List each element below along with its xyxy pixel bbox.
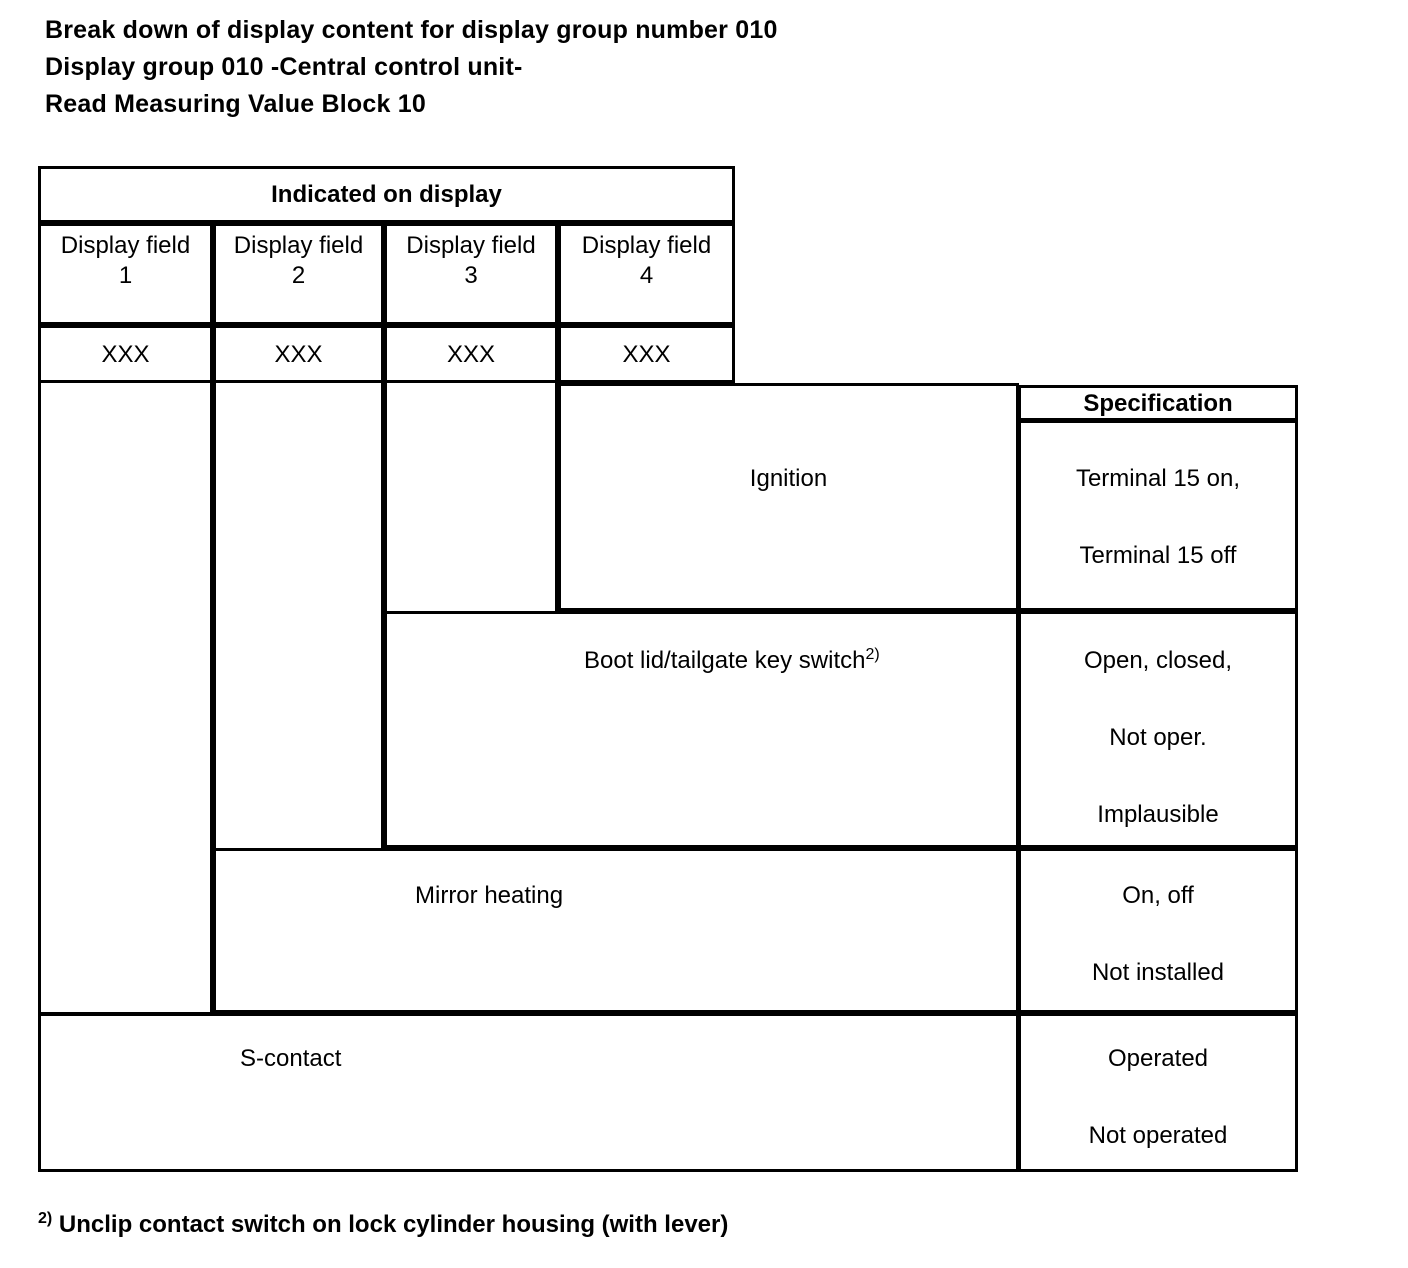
spec-line: Not installed xyxy=(1091,959,1225,986)
spec-line: Implausible xyxy=(1097,801,1219,828)
row-spec-cell-mirror-heating xyxy=(1018,848,1298,1013)
row-spec-mirror-heating: On, off Not installed xyxy=(1018,881,1298,988)
spec-line: On, off xyxy=(1122,882,1194,909)
row-spec-ignition: Terminal 15 on, Terminal 15 off xyxy=(1018,464,1298,571)
display-field-value-1: XXX xyxy=(101,341,150,368)
display-field-label-4: Display field xyxy=(581,232,712,259)
page-heading: Break down of display content for displa… xyxy=(45,12,1365,123)
footnote: 2) Unclip contact switch on lock cylinde… xyxy=(38,1210,728,1240)
display-field-value-cell-4 xyxy=(558,325,735,383)
spec-header-cell xyxy=(1018,385,1298,421)
row-name-boot-lid-text: Boot lid/tailgate key switch xyxy=(584,647,866,674)
heading-line-2: Display group 010 -Central control unit- xyxy=(45,53,523,81)
display-field-header-2 xyxy=(213,223,384,325)
col2-outer-border xyxy=(213,325,384,850)
row-name-cell-ignition xyxy=(558,383,1019,611)
spec-line: Terminal 15 on, xyxy=(1075,465,1241,492)
display-field-label-2: Display field xyxy=(233,232,364,259)
display-field-value-2: XXX xyxy=(274,341,323,368)
spec-header-label: Specification xyxy=(1083,390,1233,417)
display-field-header-3 xyxy=(384,223,558,325)
left-outer-border xyxy=(38,325,213,1015)
display-field-number-1: 1 xyxy=(118,262,133,289)
row-spec-cell-s-contact xyxy=(1018,1013,1298,1172)
spec-line: Terminal 15 off xyxy=(1079,542,1237,569)
spec-line: Not operated xyxy=(1088,1122,1228,1149)
row-name-mirror-heating: Mirror heating xyxy=(415,882,564,909)
footnote-marker: 2) xyxy=(865,646,880,663)
display-field-value-4: XXX xyxy=(622,341,671,368)
row-name-cell-s-contact xyxy=(38,1013,1019,1172)
row-spec-cell-ignition xyxy=(1018,420,1298,611)
row-name-s-contact: S-contact xyxy=(240,1045,342,1072)
display-field-number-3: 3 xyxy=(464,262,478,289)
col3-outer-border xyxy=(384,325,558,613)
spec-line: Not oper. xyxy=(1109,724,1207,751)
row-name-boot-lid: Boot lid/tailgate key switch2) xyxy=(584,646,1004,676)
footnote-text: Unclip contact switch on lock cylinder h… xyxy=(58,1211,729,1238)
group-header-cell xyxy=(38,166,735,223)
heading-line-3: Read Measuring Value Block 10 xyxy=(45,90,426,118)
footnote-marker-bottom: 2) xyxy=(38,1210,53,1227)
display-field-value-3: XXX xyxy=(446,341,496,368)
heading-line-1: Break down of display content for displa… xyxy=(45,16,778,44)
display-field-label-1: Display field xyxy=(60,232,191,259)
row-spec-cell-boot-lid xyxy=(1018,611,1298,848)
display-field-header-4 xyxy=(558,223,735,325)
row-spec-boot-lid: Open, closed, Not oper. Implausible xyxy=(1018,646,1298,830)
row-name-ignition: Ignition xyxy=(749,465,828,492)
display-field-number-2: 2 xyxy=(291,262,306,289)
display-field-number-4: 4 xyxy=(639,262,654,289)
spec-line: Operated xyxy=(1107,1045,1209,1072)
row-name-cell-boot-lid xyxy=(384,611,1019,848)
spec-line: Open, closed, xyxy=(1083,647,1233,674)
display-field-label-3: Display field xyxy=(406,232,536,259)
row-name-cell-mirror-heating xyxy=(213,848,1019,1013)
group-header-label: Indicated on display xyxy=(271,181,502,208)
row-spec-s-contact: Operated Not operated xyxy=(1018,1044,1298,1151)
display-field-header-1 xyxy=(38,223,213,325)
